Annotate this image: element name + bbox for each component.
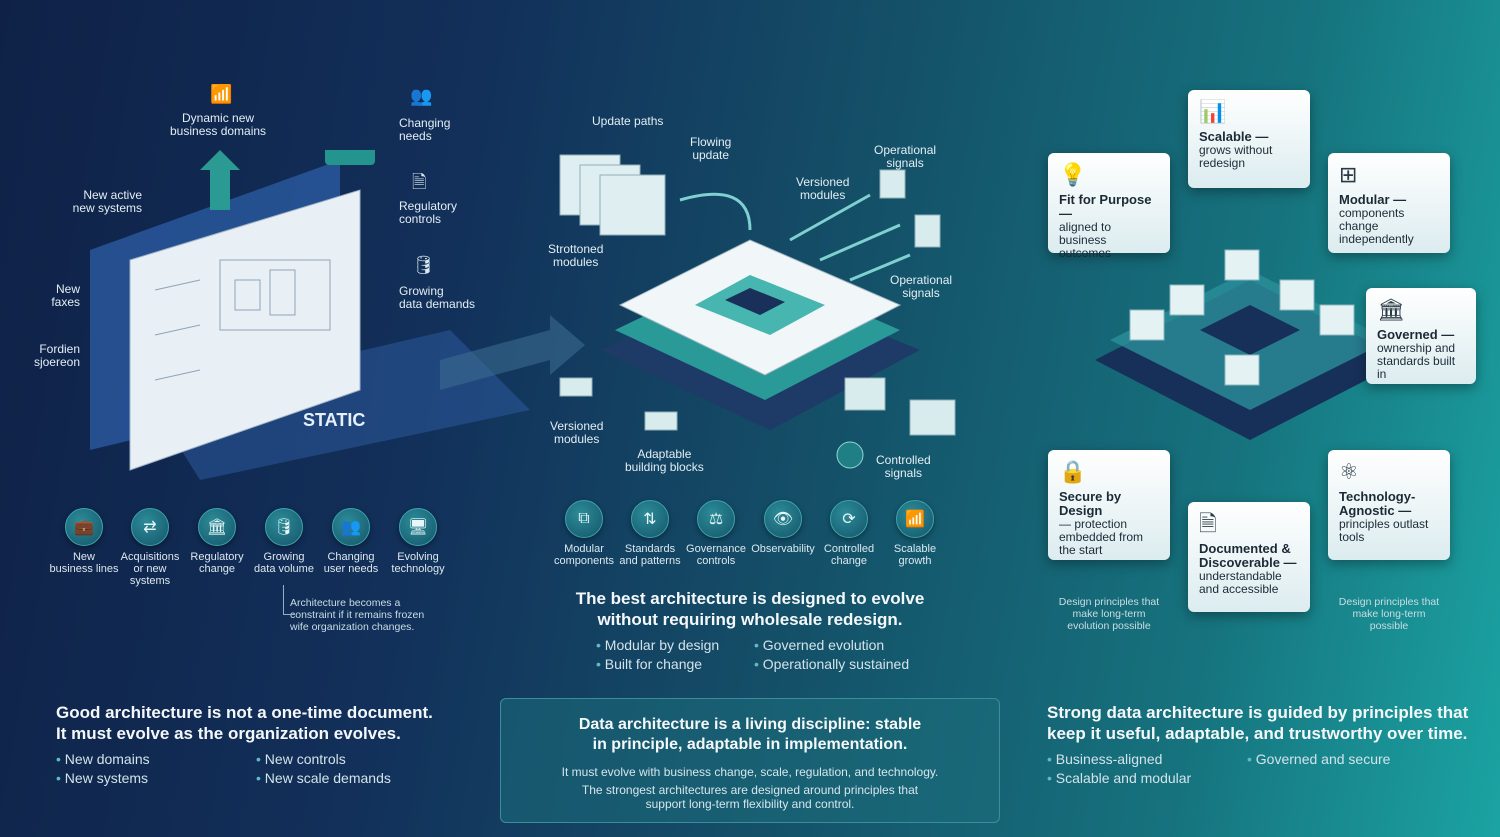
static-label: STATIC	[303, 410, 366, 430]
bullet: New domains	[56, 751, 150, 767]
label-dynamic-domains: Dynamic new business domains	[170, 111, 267, 138]
modular-icon: ⧉	[565, 500, 603, 538]
bullet: New systems	[56, 770, 148, 786]
modules-icon: ⊞	[1339, 162, 1358, 187]
label-controlled-signals: Controlled signals	[876, 453, 931, 480]
principles-note-right: Design principles that make long-term po…	[1338, 596, 1440, 632]
principle-card: ⊞ Modular —components change independentl…	[1328, 153, 1450, 253]
principle-card: 📊 Scalable —grows without redesign	[1188, 90, 1310, 188]
database-icon: 🛢	[265, 508, 303, 546]
users-icon: 👥	[332, 508, 370, 546]
card-desc: components change independently	[1339, 206, 1414, 246]
bullet: Modular by design	[596, 637, 719, 653]
label-operational-signals-1: Operational signals	[874, 143, 937, 170]
right-headline: Strong data architecture is guided by pr…	[1047, 703, 1469, 743]
left-headline: Good architecture is not a one-time docu…	[56, 703, 433, 743]
bullet: Governed and secure	[1247, 751, 1390, 767]
systems-icon: ⇄	[131, 508, 169, 546]
eye-icon: 👁	[764, 500, 802, 538]
document-icon: 🗎	[1199, 511, 1217, 536]
card-desc: — protection embedded from the start	[1059, 517, 1144, 557]
bullet: Scalable and modular	[1047, 770, 1191, 786]
evolving-architecture-illustration	[559, 154, 956, 469]
icon-label: Observability	[751, 543, 815, 555]
label-adaptable-blocks: Adaptable building blocks	[625, 447, 704, 474]
card-title: Secure by Design	[1059, 489, 1122, 518]
note-arrow	[283, 585, 295, 615]
label-flowing-update: Flowing update	[690, 135, 732, 162]
card-desc: ownership and standards built in	[1377, 341, 1456, 381]
label-new-active-systems: New active new systems	[72, 188, 142, 215]
panel-body-2: The strongest architectures are designed…	[581, 783, 919, 811]
label-fordien: Fordien sjoereon	[33, 342, 80, 369]
refresh-icon: ⟳	[830, 500, 868, 538]
card-desc: grows without redesign	[1199, 143, 1273, 170]
bank-icon: 🏛	[198, 508, 236, 546]
monitor-icon: 🖥	[399, 508, 437, 546]
bullet: Operationally sustained	[754, 656, 909, 672]
frozen-architecture-note: Architecture becomes a constraint if it …	[290, 597, 425, 633]
card-desc: aligned to business outcomes	[1059, 220, 1112, 260]
transition-arrow	[440, 315, 585, 390]
principles-platform-illustration	[1095, 249, 1405, 440]
principle-card: 🔒 Secure by Design— protection embedded f…	[1048, 450, 1170, 560]
icon-label: New business lines	[49, 551, 119, 575]
card-title: Governed —	[1377, 327, 1455, 342]
bullet: Business-aligned	[1047, 751, 1162, 767]
label-strottoned-modules: Strottoned modules	[548, 242, 604, 269]
card-title: Technology- Agnostic —	[1339, 489, 1416, 518]
icon-label: Controlled change	[823, 543, 875, 567]
bank-icon: 🏛	[1377, 297, 1405, 322]
label-new-faxes: New faxes	[51, 282, 80, 309]
middle-headline: The best architecture is designed to evo…	[575, 589, 925, 629]
document-icon: 🗎	[412, 172, 427, 192]
icon-label: Standards and patterns	[619, 543, 681, 567]
chart-icon: 📊	[1199, 99, 1227, 124]
lock-icon: 🔒	[1059, 459, 1087, 484]
lightbulb-icon: 💡	[1059, 162, 1087, 187]
principle-card: 🗎 Documented & Discoverable —understandab…	[1188, 502, 1310, 612]
icon-label: Scalable growth	[893, 543, 937, 567]
scales-icon: ⚖	[697, 500, 735, 538]
icon-label: Growing data volume	[254, 551, 314, 575]
label-growing-data-demands: Growing data demands	[399, 284, 476, 311]
bullet: New controls	[256, 751, 346, 767]
card-title: Fit for Purpose —	[1059, 192, 1152, 221]
icon-label: Governance controls	[686, 543, 746, 567]
icon-label: Modular components	[554, 543, 614, 567]
label-update-paths: Update paths	[592, 114, 664, 128]
label-versioned-modules-bottom: Versioned modules	[550, 419, 604, 446]
growth-chart-icon: 📶	[210, 84, 233, 104]
icon-label: Acquisitions or new systems	[120, 551, 180, 587]
icon-label: Regulatory change	[190, 551, 244, 575]
bullet: Governed evolution	[754, 637, 884, 653]
label-versioned-modules-top: Versioned modules	[796, 175, 850, 202]
card-title: Scalable —	[1199, 129, 1269, 144]
principle-card: 💡 Fit for Purpose —aligned to business ou…	[1048, 153, 1170, 260]
label-changing-needs: Changing needs	[399, 116, 451, 143]
bullet: New scale demands	[256, 770, 391, 786]
label-regulatory-controls: Regulatory controls	[399, 199, 458, 226]
card-title: Modular —	[1339, 192, 1407, 207]
principle-card: ⚛ Technology- Agnostic —principles outlas…	[1328, 450, 1450, 560]
database-icon: 🛢	[412, 255, 435, 275]
living-discipline-panel: Data architecture is a living discipline…	[500, 698, 1000, 823]
principle-card: 🏛 Governed —ownership and standards built…	[1366, 288, 1476, 384]
label-operational-signals-2: Operational signals	[890, 273, 953, 300]
growth-icon: 📶	[896, 500, 934, 538]
standards-icon: ⇅	[631, 500, 669, 538]
atom-icon: ⚛	[1339, 459, 1359, 484]
briefcase-icon: 💼	[65, 508, 103, 546]
icon-label: Changing user needs	[323, 551, 379, 575]
card-title: Documented & Discoverable —	[1199, 541, 1297, 570]
panel-title: Data architecture is a living discipline…	[578, 716, 922, 753]
static-architecture-illustration	[90, 150, 530, 480]
icon-label: Evolving technology	[391, 551, 445, 575]
principles-note-left: Design principles that make long-term ev…	[1058, 596, 1160, 632]
card-desc: understandable and accessible	[1199, 569, 1282, 596]
users-icon: 👥	[410, 86, 433, 106]
bullet: Built for change	[596, 656, 702, 672]
card-desc: principles outlast tools	[1339, 517, 1429, 544]
panel-body-1: It must evolve with business change, sca…	[561, 765, 939, 779]
